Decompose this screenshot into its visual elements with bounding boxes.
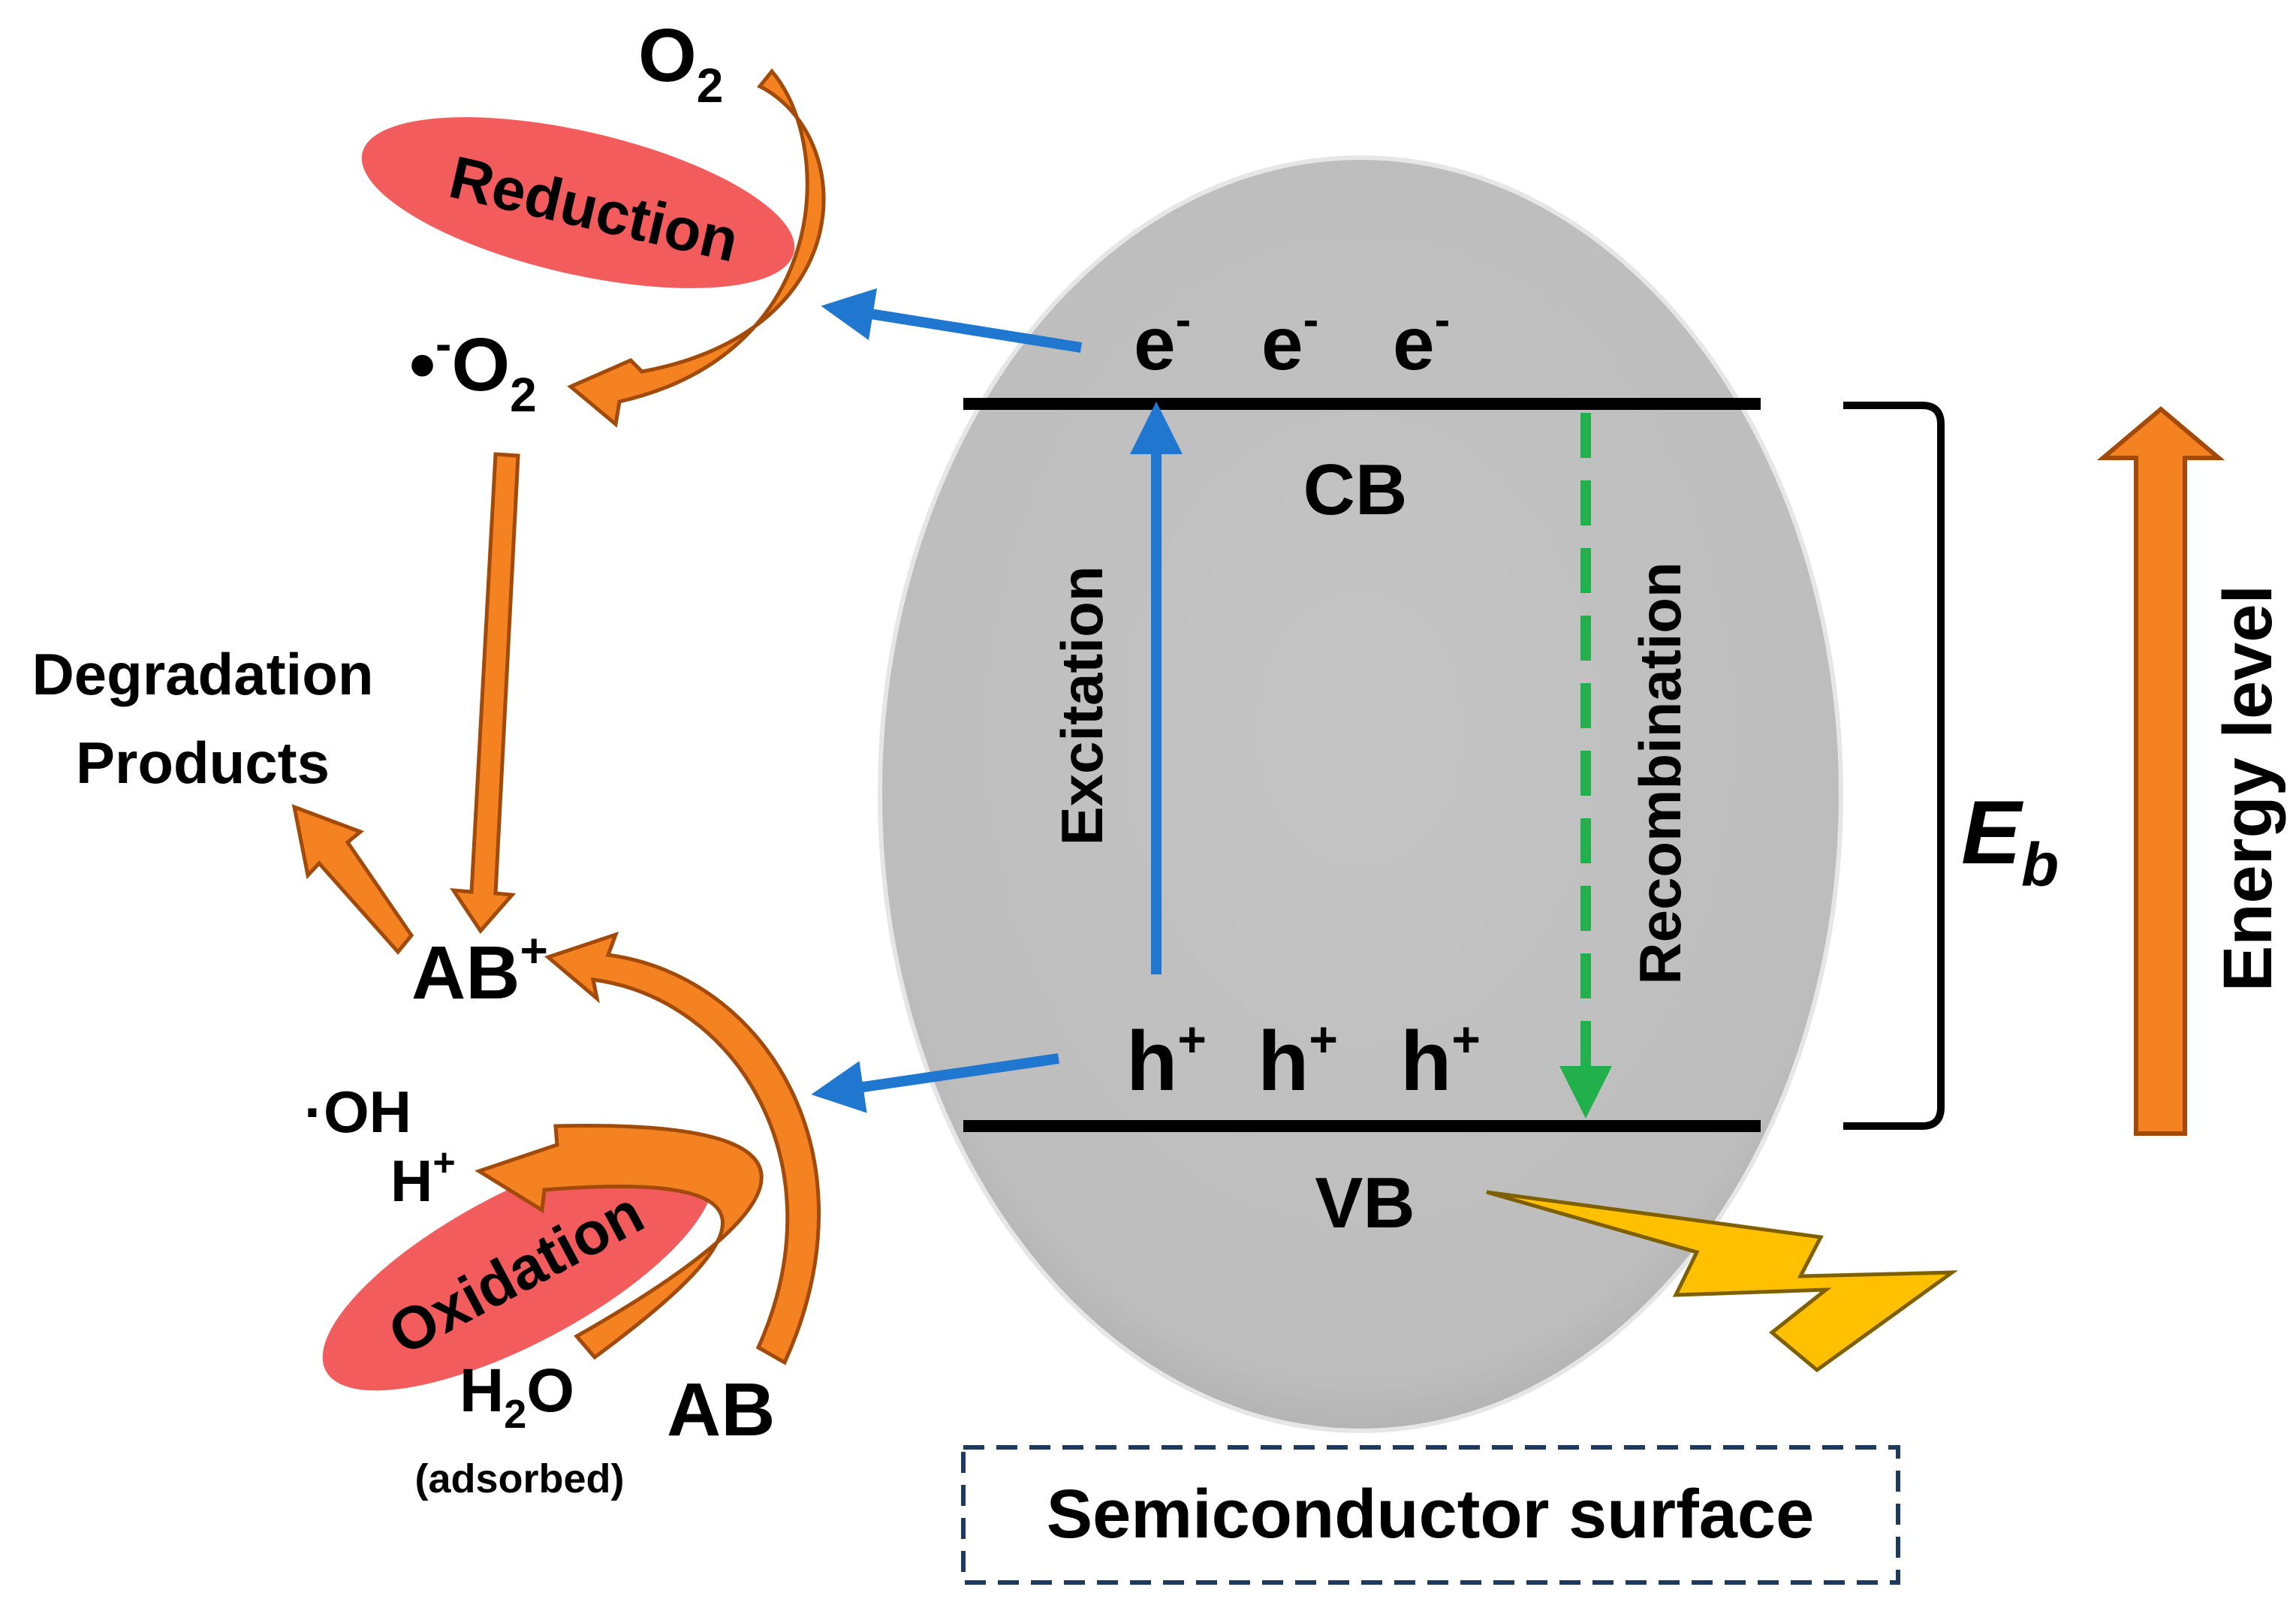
proton-label: H+ <box>390 1141 456 1214</box>
ab-label: AB <box>667 1368 775 1452</box>
superoxide-to-ab-arrow <box>450 452 520 935</box>
hole-1: h+ <box>1126 1011 1207 1108</box>
hydroxyl-radical-label: ·OH <box>304 1079 411 1145</box>
electron-3: e- <box>1393 294 1450 386</box>
semiconductor-surface-box <box>961 1445 1900 1585</box>
oxygen-label: O2 <box>638 14 723 113</box>
light-bolt-icon <box>1486 1190 1959 1373</box>
hole-3: h+ <box>1400 1011 1481 1108</box>
electron-2: e- <box>1261 294 1318 386</box>
adsorbed-label: (adsorbed) <box>414 1456 624 1501</box>
oxidation-ellipse <box>322 1146 714 1391</box>
vb-label: VB <box>1315 1163 1415 1243</box>
degradation-products-label-line1: Degradation <box>32 641 373 707</box>
excitation-label: Excitation <box>1049 566 1115 846</box>
energy-level-arrow <box>2096 406 2225 1136</box>
band-gap-bracket <box>1843 402 1945 1130</box>
water-label: H2O <box>460 1357 574 1437</box>
electrons: e- e- e- <box>1134 294 1450 386</box>
hole-transfer-arrow <box>811 1053 1060 1113</box>
eb-label: Eb <box>1961 782 2059 899</box>
hole-2: h+ <box>1258 1011 1338 1108</box>
electron-transfer-arrow <box>821 288 1083 353</box>
ab-to-ab-cation-curve-arrow <box>544 931 821 1366</box>
superoxide-label: •-O2 <box>409 317 537 422</box>
electron-1: e- <box>1134 294 1191 386</box>
recombination-label: Recombination <box>1627 562 1693 984</box>
degradation-products-label-line2: Products <box>76 730 330 796</box>
water-to-hydroxyl-curve-arrow <box>475 1123 764 1360</box>
reduction-ellipse <box>361 117 795 288</box>
cb-label: CB <box>1303 450 1408 530</box>
reduction-curve-arrow <box>567 68 826 428</box>
holes: h+ h+ h+ <box>1126 1011 1481 1108</box>
energy-level-label: Energy level <box>2210 585 2286 992</box>
semiconductor-surface-label: Semiconductor surface <box>1047 1476 1815 1552</box>
ab-cation-label: AB+ <box>411 923 548 1015</box>
ab-to-degradation-arrow <box>291 804 414 955</box>
